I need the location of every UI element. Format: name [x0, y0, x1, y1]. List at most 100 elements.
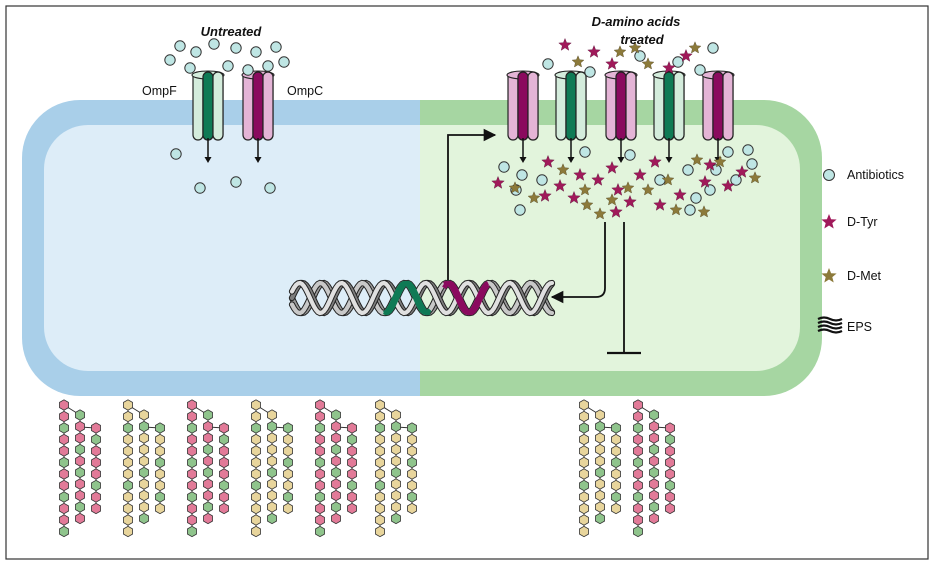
eps-sugar-unit [123, 479, 133, 492]
eps-sugar-unit [155, 445, 165, 457]
eps-sugar-unit [633, 433, 643, 446]
eps-sugar-unit [123, 410, 133, 423]
eps-sugar-unit [579, 456, 589, 469]
eps-sugar-unit [187, 399, 197, 411]
d-tyr-molecule [553, 178, 567, 192]
eps-sugar-unit [665, 456, 675, 469]
cell-untreated-half [22, 100, 420, 396]
eps-sugar-unit [283, 491, 293, 503]
eps-sugar-unit [407, 468, 417, 480]
eps-sugar-unit [347, 433, 357, 446]
eps-sugar-unit [633, 502, 643, 515]
d-met-molecule [527, 191, 541, 204]
antibiotic-molecule [672, 56, 684, 68]
eps-sugar-unit [59, 468, 69, 480]
eps-sugar-unit [347, 422, 357, 434]
eps-sugar-unit [579, 410, 589, 423]
eps-sugar-unit [315, 433, 325, 446]
antibiotic-molecule [174, 40, 186, 52]
eps-chain-untreated-4 [251, 399, 293, 538]
eps-sugar-unit [407, 422, 417, 434]
eps-sugar-unit [633, 445, 643, 457]
d-met-molecule [556, 163, 570, 176]
eps-sugar-unit [203, 501, 213, 513]
antibiotic-molecule [682, 164, 694, 176]
eps-sugar-unit [595, 489, 605, 502]
eps-sugar-unit [59, 479, 69, 492]
eps-sugar-unit [347, 491, 357, 503]
eps-sugar-unit [579, 433, 589, 446]
eps-sugar-unit [219, 445, 229, 457]
eps-sugar-unit [595, 501, 605, 513]
antibiotic-molecule [170, 148, 182, 160]
eps-sugar-unit [595, 478, 605, 490]
d-tyr-molecule [538, 188, 552, 202]
d-met-molecule [748, 171, 762, 184]
eps-chain-untreated-6 [375, 399, 417, 538]
eps-sugar-unit [251, 468, 261, 480]
eps-sugar-unit [407, 445, 417, 457]
eps-sugar-unit [649, 478, 659, 490]
eps-sugar-unit [283, 479, 293, 492]
eps-sugar-unit [267, 455, 277, 467]
eps-sugar-unit [611, 491, 621, 503]
eps-sugar-unit [315, 491, 325, 503]
eps-sugar-unit [579, 525, 589, 538]
antibiotic-molecule [270, 41, 282, 53]
ompc-porin-treated-3 [701, 70, 735, 141]
d-tyr-molecule [679, 48, 693, 62]
untreated-title: Untreated [201, 24, 263, 39]
d-tyr-molecule [591, 172, 605, 186]
activation-arrow [447, 128, 497, 280]
eps-sugar-unit [315, 422, 325, 434]
eps-sugar-unit [595, 512, 605, 525]
eps-sugar-unit [315, 399, 325, 411]
d-tyr-molecule [605, 56, 619, 70]
d-tyr-molecule [662, 60, 676, 74]
d-tyr-molecule [605, 160, 619, 174]
eps-sugar-unit [91, 433, 101, 446]
d-met-molecule [613, 45, 627, 58]
eps-sugar-unit [375, 410, 385, 423]
antibiotic-molecule [242, 64, 254, 76]
eps-sugar-unit [203, 432, 213, 444]
eps-sugar-unit [219, 468, 229, 480]
eps-sugar-unit [331, 478, 341, 490]
eps-sugar-unit [155, 433, 165, 446]
eps-sugar-unit [331, 501, 341, 513]
eps-sugar-unit [139, 409, 149, 421]
eps-sugar-unit [251, 491, 261, 503]
d-met-molecule [508, 181, 522, 194]
eps-sugar-unit [611, 468, 621, 480]
eps-sugar-unit [611, 456, 621, 469]
eps-sugar-unit [347, 502, 357, 515]
eps-sugar-unit [649, 501, 659, 513]
d-met-molecule [621, 181, 635, 194]
eps-sugar-unit [203, 443, 213, 456]
eps-chain-untreated-2 [123, 399, 165, 538]
eps-sugar-unit [251, 456, 261, 469]
ompf-porin-untreated [191, 70, 225, 141]
eps-sugar-unit [187, 514, 197, 526]
eps-sugar-unit [407, 502, 417, 515]
eps-sugar-unit [579, 479, 589, 492]
eps-sugar-unit [203, 489, 213, 502]
eps-sugar-unit [391, 443, 401, 456]
antibiotic-molecule [278, 56, 290, 68]
eps-sugar-unit [203, 420, 213, 433]
eps-sugar-unit [649, 443, 659, 456]
eps-chain-treated-2 [633, 399, 675, 538]
eps-sugar-unit [633, 422, 643, 434]
d-tyr-molecule [491, 175, 505, 189]
antibiotic-molecule [516, 169, 528, 181]
eps-sugar-unit [123, 433, 133, 446]
ompc-label: OmpC [287, 84, 323, 98]
d-met-legend-icon [821, 268, 837, 283]
d-tyr-molecule [567, 190, 581, 204]
eps-sugar-unit [283, 468, 293, 480]
d-met-molecule [578, 183, 592, 196]
eps-sugar-unit [59, 502, 69, 515]
eps-sugar-unit [595, 432, 605, 444]
eps-sugar-unit [123, 525, 133, 538]
eps-sugar-unit [649, 420, 659, 433]
